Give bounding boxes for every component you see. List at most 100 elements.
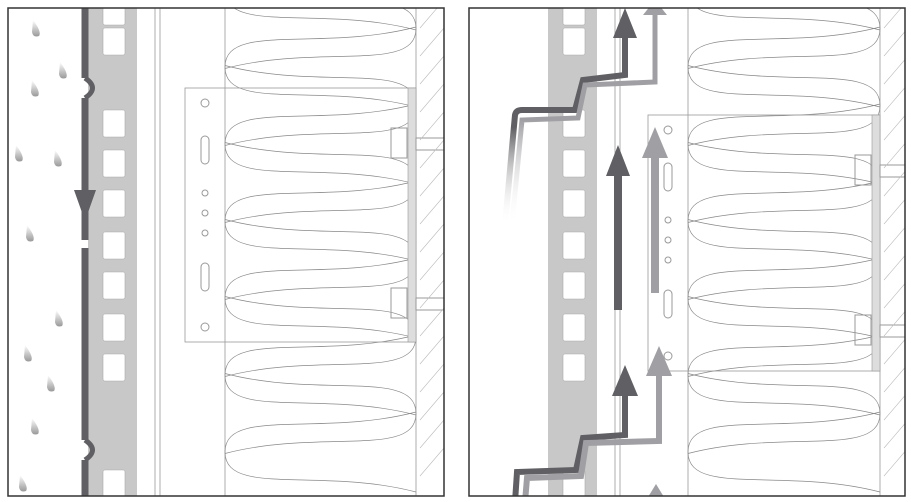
insulation-loop <box>224 65 417 146</box>
screw-hole <box>201 209 209 217</box>
arrow-up-icon <box>646 346 672 376</box>
panel-cavity <box>102 231 126 260</box>
panel-cavity <box>562 353 586 382</box>
raindrop-icon <box>55 310 63 327</box>
wall-hatch <box>883 339 905 365</box>
wall-hatch <box>883 87 905 113</box>
raindrop-icon <box>31 80 39 97</box>
wall-hatch <box>419 335 444 365</box>
wall-hatch <box>883 115 905 141</box>
insulation-loop <box>233 8 417 31</box>
anchor-bolt <box>854 154 872 186</box>
insulation-loop <box>224 103 417 185</box>
air-flow-light <box>651 155 659 293</box>
panel-joint <box>83 75 95 101</box>
raindrop-icon <box>31 418 39 435</box>
wall-hatch <box>419 447 444 477</box>
raindrop-icon <box>59 62 67 79</box>
screw-hole <box>663 125 673 135</box>
panel-cavity <box>562 189 586 218</box>
slot-hole <box>200 262 210 292</box>
insulation-loop <box>224 180 417 262</box>
panel-cavity <box>562 109 586 138</box>
screw-hole <box>201 229 209 237</box>
anchor-bolt <box>390 287 408 319</box>
raindrop-icon <box>32 20 40 37</box>
raindrop-icon <box>26 225 34 242</box>
arrow-up-icon <box>648 484 664 496</box>
panel-cavity <box>102 353 126 382</box>
wall-hatch <box>419 55 444 85</box>
panel-cavity <box>102 313 126 342</box>
insulation-loop <box>687 26 881 108</box>
wall-hatch <box>883 451 905 477</box>
insulation-loop <box>687 334 881 416</box>
thermal-pad <box>871 114 881 372</box>
thermal-pad <box>407 87 417 343</box>
anchor-bolt <box>415 297 444 311</box>
wall-hatch <box>883 59 905 85</box>
insulation-loop <box>224 8 417 69</box>
wall-hatch <box>419 419 444 449</box>
wall-hatch <box>419 27 444 57</box>
panel-cavity <box>562 27 586 56</box>
wall-hatch <box>883 395 905 421</box>
raindrop-icon <box>15 145 23 162</box>
panel-cavity <box>562 8 586 26</box>
insulation-loop <box>687 65 881 146</box>
insulation-loop <box>687 296 881 377</box>
wall-hatch <box>419 391 444 421</box>
wall-hatch <box>419 279 444 309</box>
wall-hatch <box>883 311 905 337</box>
arrow-up-icon <box>612 365 638 396</box>
insulation-loop <box>687 180 881 262</box>
ventilation-panel <box>502 8 905 496</box>
panel-cavity <box>102 149 126 178</box>
rain-drainage-panel <box>15 8 444 496</box>
raindrop-icon <box>47 375 55 392</box>
screw-hole <box>664 216 672 224</box>
insulation-loop <box>224 296 417 377</box>
arrow-down-icon <box>74 190 96 221</box>
panel-cavity <box>562 149 586 178</box>
wall-hatch <box>419 251 444 281</box>
insulation-loop <box>687 257 881 339</box>
anchor-bolt <box>415 137 444 151</box>
wall-hatch <box>883 255 905 281</box>
panel-frame-right <box>468 7 906 497</box>
wall-hatch <box>419 167 444 197</box>
air-flow-dark <box>502 30 628 226</box>
panel-cavity <box>102 271 126 300</box>
screw-hole <box>663 351 673 361</box>
wall-hatch <box>419 83 444 113</box>
wall-hatch <box>419 139 444 169</box>
raindrop-icon <box>54 150 62 167</box>
insulation-loop <box>224 373 417 454</box>
wall-hatch <box>883 171 905 197</box>
wall-hatch <box>883 199 905 225</box>
slot-hole <box>663 289 673 319</box>
anchor-bolt <box>854 314 872 346</box>
screw-hole <box>664 236 672 244</box>
screw-hole <box>664 256 672 264</box>
wall-hatch <box>419 363 444 393</box>
wall-hatch <box>883 423 905 449</box>
insulation-loop <box>687 103 881 185</box>
insulation-loop <box>224 411 417 493</box>
raindrop-icon <box>24 345 32 362</box>
insulation-loop <box>687 373 881 454</box>
air-flow-dark <box>614 175 622 310</box>
panel-cavity <box>102 469 126 496</box>
insulation-loop <box>224 26 417 108</box>
air-flow-light <box>509 15 658 226</box>
wall-hatch <box>883 367 905 393</box>
screw-hole <box>200 98 210 108</box>
panel-cavity <box>562 313 586 342</box>
panel-cavity <box>102 8 126 26</box>
air-flow-dark <box>512 395 628 496</box>
slot-hole <box>663 162 673 192</box>
panel-joint <box>83 437 95 463</box>
insulation-loop <box>224 334 417 416</box>
insulation-loop <box>687 219 881 300</box>
